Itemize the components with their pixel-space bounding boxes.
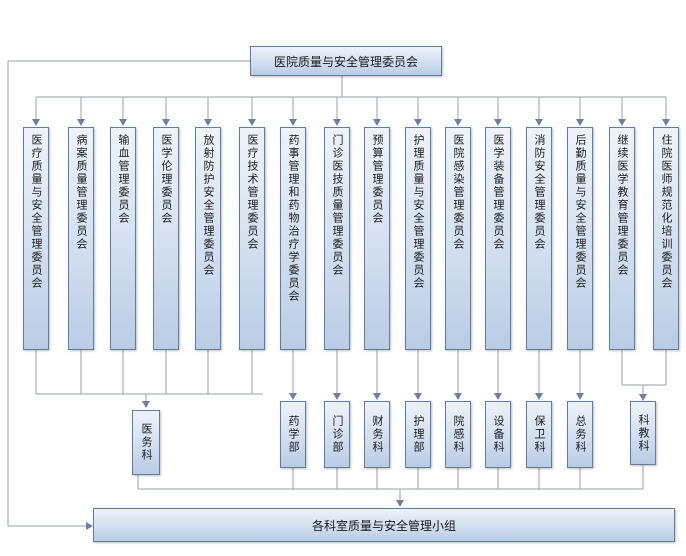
- committee-label: 病案质量管理委员会: [75, 134, 88, 251]
- arrow-head: [162, 119, 170, 126]
- committee-box: 病案质量管理委员会: [68, 127, 94, 350]
- committee-label: 医院感染管理委员会: [452, 134, 465, 251]
- arrow-head: [494, 393, 502, 400]
- department-box: 门诊部: [324, 401, 350, 468]
- arrow-head: [576, 119, 584, 126]
- arrow-head: [535, 393, 543, 400]
- department-box: 设备科: [485, 401, 511, 468]
- department-label: 医务科: [140, 423, 153, 462]
- arrow-head: [333, 393, 341, 400]
- committee-label: 门诊医技质量管理委员会: [331, 134, 344, 277]
- committee-box: 医疗质量与安全管理委员会: [23, 127, 49, 350]
- department-label: 院感科: [452, 415, 465, 454]
- arrow-head: [373, 119, 381, 126]
- department-label: 设备科: [492, 415, 505, 454]
- top-committee-label: 医院质量与安全管理委员会: [273, 54, 418, 69]
- arrow-head: [373, 393, 381, 400]
- arrow-head: [414, 119, 422, 126]
- committee-box: 医学伦理委员会: [153, 127, 179, 350]
- arrow-head: [289, 393, 297, 400]
- committee-box: 消防安全管理委员会: [526, 127, 552, 350]
- department-label: 药学部: [287, 415, 300, 454]
- arrow-head: [494, 119, 502, 126]
- department-box: 医务科: [132, 410, 160, 475]
- arrow-head: [662, 119, 670, 126]
- arrow-head: [204, 119, 212, 126]
- committee-label: 住院医师规范化培训委员会: [660, 134, 673, 290]
- arrow-head: [248, 119, 256, 126]
- department-box: 保卫科: [526, 401, 552, 468]
- committee-box: 后勤质量与安全管理委员会: [567, 127, 593, 350]
- committee-label: 输血管理委员会: [117, 134, 130, 225]
- department-label: 总务科: [574, 415, 587, 454]
- committee-box: 医院感染管理委员会: [445, 127, 471, 350]
- arrow-head: [333, 119, 341, 126]
- department-label: 财务科: [371, 415, 384, 454]
- committee-label: 医疗质量与安全管理委员会: [30, 134, 43, 290]
- department-box: 科教科: [630, 401, 656, 465]
- bottom-group-box: 各科室质量与安全管理小组: [93, 508, 675, 542]
- arrow-head: [535, 119, 543, 126]
- committee-box: 输血管理委员会: [110, 127, 136, 350]
- department-box: 药学部: [280, 401, 306, 468]
- arrow-head: [77, 119, 85, 126]
- committee-label: 预算管理委员会: [371, 134, 384, 225]
- committee-box: 住院医师规范化培训委员会: [653, 127, 679, 350]
- committee-box: 药事管理和药物治疗学委员会: [280, 127, 306, 350]
- arrow-head: [32, 119, 40, 126]
- committee-label: 放射防护安全管理委员会: [202, 134, 215, 277]
- committee-box: 医疗技术管理委员会: [239, 127, 265, 350]
- arrow-head: [576, 393, 584, 400]
- committee-label: 医学装备管理委员会: [492, 134, 505, 251]
- committee-label: 医疗技术管理委员会: [246, 134, 259, 251]
- committee-label: 后勤质量与安全管理委员会: [574, 134, 587, 290]
- department-box: 护理部: [405, 401, 431, 468]
- department-box: 财务科: [364, 401, 390, 468]
- committee-label: 医学伦理委员会: [160, 134, 173, 225]
- department-label: 护理部: [412, 415, 425, 454]
- arrow-head: [119, 119, 127, 126]
- arrow-head: [289, 119, 297, 126]
- committee-box: 护理质量与安全管理委员会: [405, 127, 431, 350]
- committee-label: 消防安全管理委员会: [533, 134, 546, 251]
- committee-label: 药事管理和药物治疗学委员会: [287, 134, 300, 303]
- department-label: 门诊部: [331, 415, 344, 454]
- arrow-head: [454, 393, 462, 400]
- committee-box: 继续医学教育管理委员会: [609, 127, 635, 350]
- department-box: 院感科: [445, 401, 471, 468]
- department-box: 总务科: [567, 401, 593, 468]
- committee-box: 门诊医技质量管理委员会: [324, 127, 350, 350]
- committee-box: 预算管理委员会: [364, 127, 390, 350]
- top-committee-box: 医院质量与安全管理委员会: [250, 46, 442, 76]
- committee-box: 放射防护安全管理委员会: [195, 127, 221, 350]
- arrow-head: [454, 119, 462, 126]
- department-label: 科教科: [637, 413, 650, 453]
- department-label: 保卫科: [533, 415, 546, 454]
- bottom-group-label: 各科室质量与安全管理小组: [311, 518, 456, 533]
- arrow-head: [618, 119, 626, 126]
- arrow-head: [414, 393, 422, 400]
- committee-box: 医学装备管理委员会: [485, 127, 511, 350]
- committee-label: 护理质量与安全管理委员会: [412, 134, 425, 290]
- committee-label: 继续医学教育管理委员会: [616, 134, 629, 277]
